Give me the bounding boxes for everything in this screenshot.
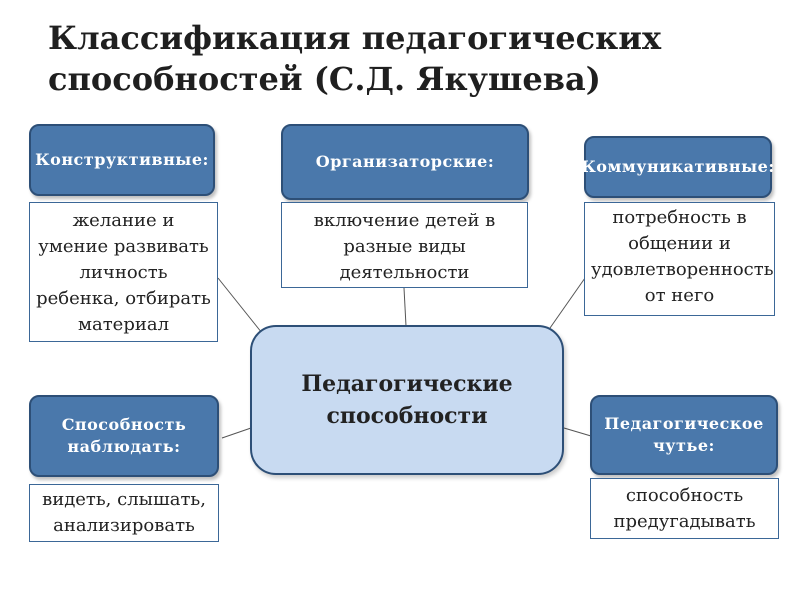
node-desc-observation-text: видеть, слышать, анализировать <box>42 489 206 536</box>
connector-observation <box>221 427 252 439</box>
node-desc-intuition-text: способность предугадывать <box>613 485 756 532</box>
center-node-label: Педагогические способности <box>301 371 513 429</box>
node-desc-communicative: потребность в общении и удовлетворенност… <box>584 202 775 316</box>
node-desc-organizational-text: включение детей в разные виды деятельнос… <box>313 210 496 283</box>
node-header-constructive: Конструктивные: <box>29 124 215 196</box>
connector-constructive <box>217 277 263 334</box>
node-desc-intuition: способность предугадывать <box>590 478 779 539</box>
node-desc-constructive: желание и умение развивать личность ребе… <box>29 202 218 342</box>
connector-intuition <box>563 427 592 437</box>
node-header-observation-label: Способность наблюдать: <box>61 415 187 456</box>
connector-organizational <box>403 287 407 327</box>
node-desc-constructive-text: желание и умение развивать личность ребе… <box>36 210 211 335</box>
node-desc-communicative-text: потребность в общении и удовлетворенност… <box>591 207 774 306</box>
node-header-organizational: Организаторские: <box>281 124 529 200</box>
node-header-intuition-label: Педагогическое чутье: <box>604 414 764 455</box>
node-header-organizational-label: Организаторские: <box>315 152 495 171</box>
center-node: Педагогические способности <box>250 325 564 475</box>
node-desc-organizational: включение детей в разные виды деятельнос… <box>281 202 528 288</box>
node-header-communicative-label: Коммуникативные: <box>581 157 775 176</box>
node-desc-observation: видеть, слышать, анализировать <box>29 484 219 542</box>
connector-communicative <box>549 277 586 329</box>
node-header-constructive-label: Конструктивные: <box>35 150 209 169</box>
node-header-observation: Способность наблюдать: <box>29 395 219 477</box>
slide-title: Классификация педагогических способносте… <box>48 19 662 98</box>
node-header-intuition: Педагогическое чутье: <box>590 395 778 475</box>
node-header-communicative: Коммуникативные: <box>581 136 775 198</box>
